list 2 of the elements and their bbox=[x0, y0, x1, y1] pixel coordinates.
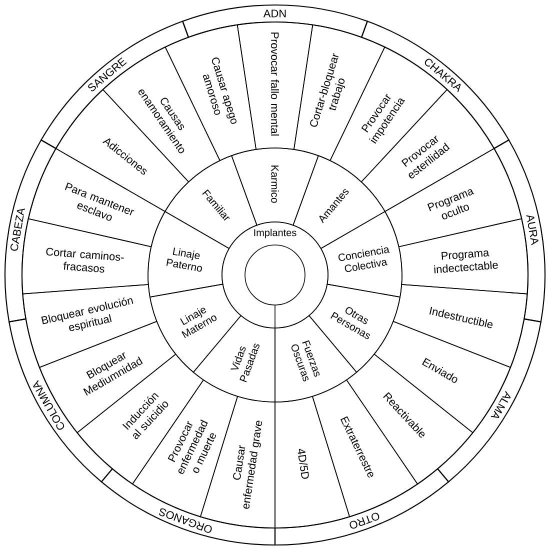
sector: Programa indectectable bbox=[398, 218, 528, 294]
sector: Karmico bbox=[231, 148, 319, 226]
